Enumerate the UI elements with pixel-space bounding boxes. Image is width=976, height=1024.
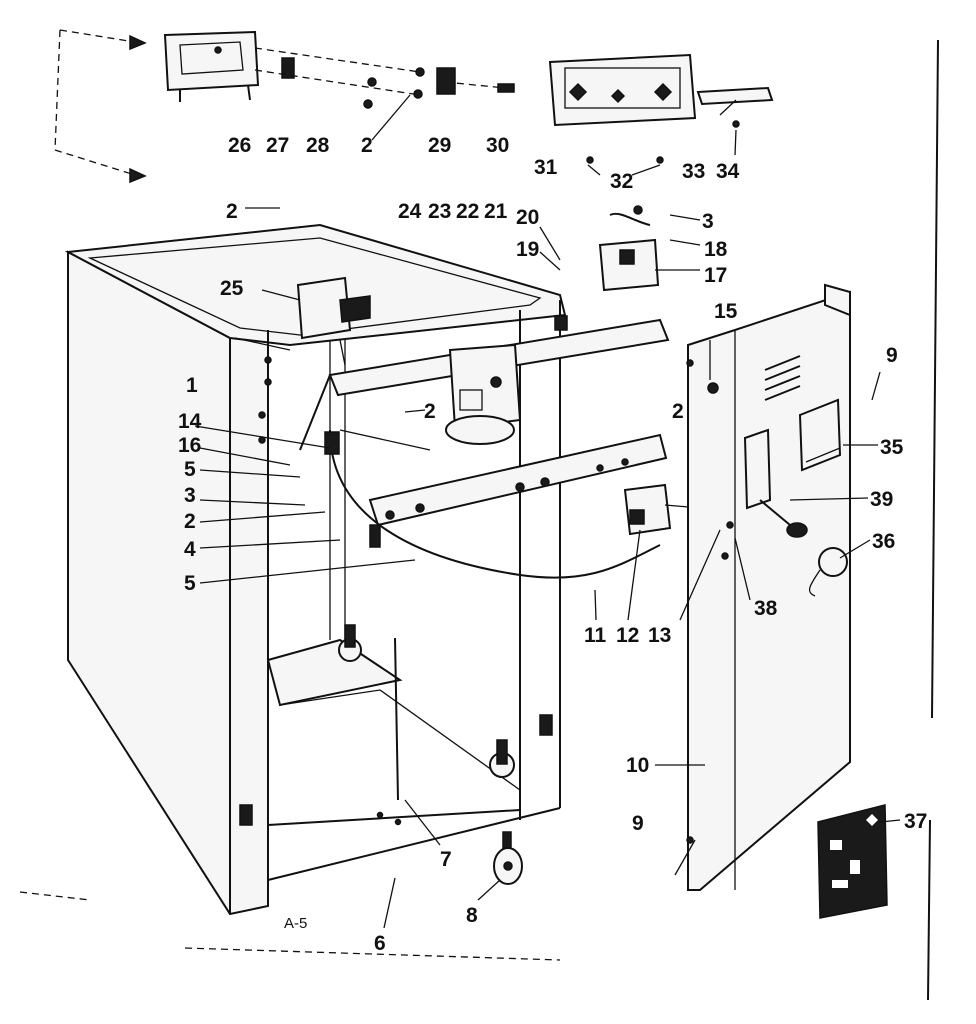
label-part-39: 39 [870, 488, 893, 511]
label-part-32: 32 [610, 170, 633, 193]
label-part-31: 31 [534, 156, 558, 179]
label-part-3: 3 [702, 210, 714, 233]
wiring-diagram-card [817, 804, 888, 919]
assembly-arrows [54, 29, 147, 184]
label-part-4: 4 [184, 538, 196, 561]
label-part-11: 11 [584, 624, 607, 647]
label-part-36: 36 [872, 530, 895, 553]
label-part-10: 10 [626, 754, 649, 777]
control-switch [623, 483, 701, 536]
label-part-13: 13 [648, 624, 671, 647]
figure-label: A-5 [284, 915, 307, 932]
label-part-34: 34 [716, 160, 740, 183]
label-part-2: 2 [361, 134, 373, 157]
label-part-35: 35 [880, 436, 904, 459]
label-part-2: 2 [184, 510, 196, 533]
wiring-harness [324, 429, 661, 579]
label-part-24: 24 [398, 200, 422, 223]
label-part-16: 16 [178, 434, 201, 457]
label-part-5: 5 [184, 458, 196, 481]
label-part-25: 25 [220, 277, 244, 300]
mounting-bracket [296, 276, 371, 366]
label-part-1: 1 [186, 374, 198, 397]
cabinet-body [19, 223, 567, 961]
label-part-17: 17 [704, 264, 727, 287]
top-left-bracket [163, 30, 515, 109]
control-panel-plate [548, 53, 697, 164]
label-part-9: 9 [886, 344, 898, 367]
leader-lines [194, 94, 901, 929]
label-part-37: 37 [904, 810, 927, 833]
label-part-23: 23 [428, 200, 451, 223]
front-door-panel [686, 283, 851, 891]
label-part-28: 28 [306, 134, 330, 157]
label-part-3: 3 [184, 484, 196, 507]
label-part-15: 15 [714, 300, 738, 323]
label-part-2: 2 [226, 200, 238, 223]
knob-bar [696, 86, 774, 128]
label-part-2: 2 [672, 400, 684, 423]
label-part-8: 8 [466, 904, 478, 927]
label-part-29: 29 [428, 134, 451, 157]
label-part-14: 14 [178, 410, 202, 433]
label-part-33: 33 [682, 160, 705, 183]
caster-wheel [493, 831, 523, 885]
label-part-21: 21 [484, 200, 508, 223]
label-part-38: 38 [754, 597, 778, 620]
label-part-22: 22 [456, 200, 479, 223]
label-part-9: 9 [632, 812, 644, 835]
label-part-18: 18 [704, 238, 728, 261]
lower-bracket-bar [368, 433, 668, 548]
label-part-7: 7 [440, 848, 452, 871]
label-part-30: 30 [486, 134, 509, 157]
label-part-6: 6 [374, 932, 386, 955]
label-part-2: 2 [424, 400, 436, 423]
label-part-27: 27 [266, 134, 289, 157]
label-part-20: 20 [516, 206, 539, 229]
label-part-26: 26 [228, 134, 251, 157]
timer-switch [598, 205, 660, 292]
label-part-5: 5 [184, 572, 196, 595]
drive-motor [445, 343, 522, 445]
label-part-19: 19 [516, 238, 539, 261]
part-labels: 26 27 28 2 29 30 31 32 33 34 2 24 23 22 … [178, 134, 927, 955]
label-part-12: 12 [616, 624, 639, 647]
